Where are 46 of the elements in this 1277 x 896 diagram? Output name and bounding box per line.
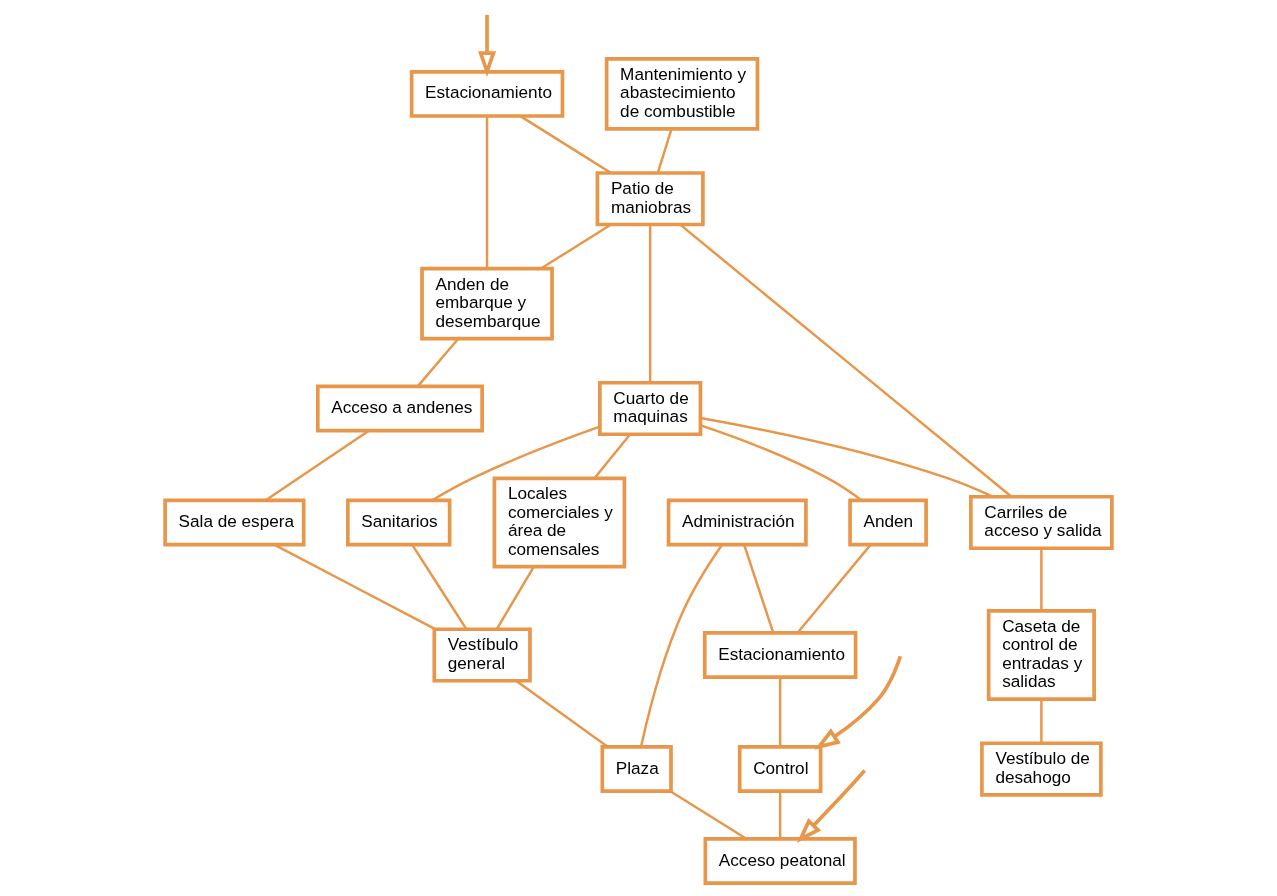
connector (648, 224, 652, 383)
connector (679, 223, 1012, 497)
node-box: Anden de embarque y desembarque (420, 266, 554, 340)
connector (540, 222, 612, 270)
connector (742, 543, 775, 633)
arrow (814, 655, 903, 750)
node-box: Sala de espera (163, 498, 306, 546)
node-box: Estacionamiento (409, 69, 565, 118)
connector (593, 433, 631, 479)
connector (778, 791, 782, 839)
connector (273, 543, 436, 630)
node-box: Acceso a andenes (315, 384, 484, 432)
arrow (796, 768, 867, 843)
connector (700, 416, 994, 498)
node-box: Carriles de acceso y salida (969, 494, 1114, 550)
node-box: Patio de maniobras (595, 170, 705, 226)
node-box: Control (737, 744, 823, 793)
node-box: Vestíbulo de desahogo (980, 740, 1103, 797)
connector (1040, 698, 1043, 743)
connector (485, 115, 489, 268)
node-box: Anden (848, 498, 928, 546)
connector (431, 425, 601, 501)
connector (796, 543, 872, 633)
node-box: Sanitarios (346, 498, 452, 546)
connector (411, 543, 468, 630)
connector (515, 679, 609, 748)
connector (778, 676, 782, 747)
node-box: Administración (666, 498, 808, 546)
arrow (478, 14, 497, 77)
connector (700, 423, 863, 501)
node-box: Cuarto de maquinas (598, 380, 703, 436)
connector (1040, 548, 1043, 610)
connector (417, 337, 459, 387)
node-box: Vestíbulo general (432, 626, 532, 683)
connector (669, 789, 748, 840)
connector (519, 114, 612, 174)
connector (495, 565, 535, 630)
node-box: Caseta de control de entradas y salidas (986, 608, 1096, 701)
connector (639, 543, 724, 747)
node-box: Estacionamiento (702, 630, 858, 679)
connector (656, 128, 673, 173)
connector (264, 429, 370, 501)
node-box: Plaza (600, 744, 673, 793)
node-box: Acceso peatonal (703, 836, 857, 885)
node-box: Mantenimiento y abastecimiento de combustible (604, 56, 760, 131)
node-box: Locales comerciales y área de comensales (492, 476, 627, 568)
